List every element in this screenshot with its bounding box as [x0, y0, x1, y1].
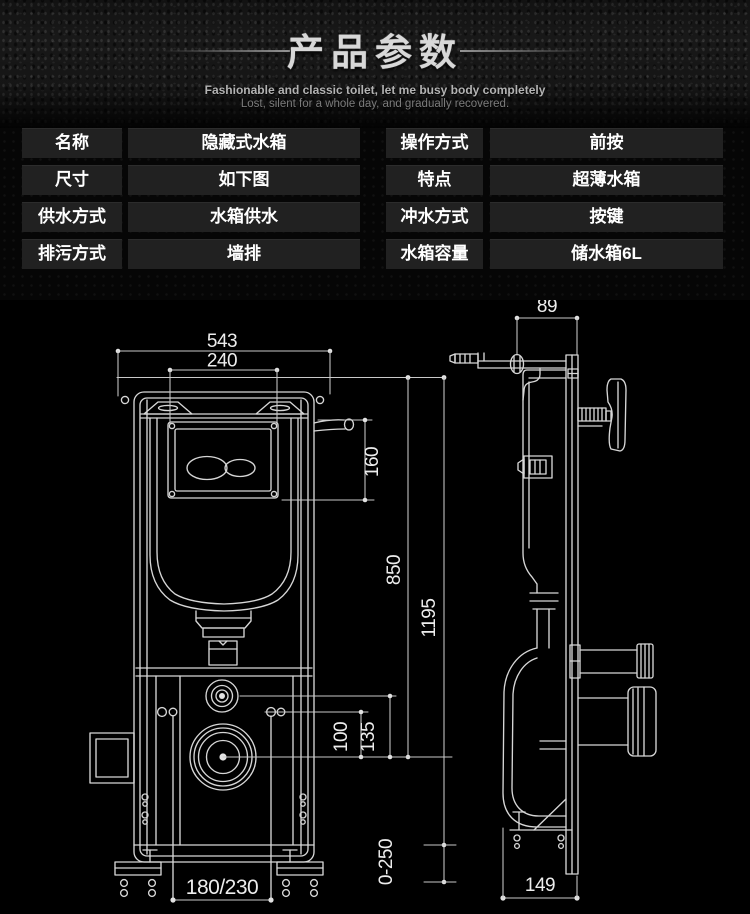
- spec-label: 操作方式: [386, 128, 483, 158]
- dim-180-230: 180/230: [186, 876, 258, 899]
- spec-row: 尺寸 如下图 特点 超薄水箱: [22, 165, 750, 195]
- spec-label: 冲水方式: [386, 202, 483, 232]
- spec-label: 水箱容量: [386, 239, 483, 269]
- dim-0-250: 0-250: [376, 839, 397, 885]
- dim-1195: 1195: [419, 599, 440, 638]
- subtitle-line-1: Fashionable and classic toilet, let me b…: [204, 83, 546, 97]
- dim-850: 850: [384, 555, 405, 585]
- technical-drawing-section: 543 240 89 160 850 1195 100 135 0-250 18…: [0, 300, 750, 914]
- spec-row: 排污方式 墙排 水箱容量 储水箱6L: [22, 239, 750, 269]
- spec-label: 名称: [22, 128, 122, 158]
- dim-543: 543: [207, 331, 237, 352]
- dimension-diagram: 543 240 89 160 850 1195 100 135 0-250 18…: [89, 300, 657, 903]
- dim-240: 240: [207, 351, 237, 372]
- dimension-lines: [115, 315, 580, 903]
- spec-value: 前按: [490, 128, 723, 158]
- spec-row: 名称 隐藏式水箱 操作方式 前按: [22, 128, 750, 158]
- spec-value: 墙排: [128, 239, 360, 269]
- spec-value: 水箱供水: [128, 202, 360, 232]
- spec-value: 隐藏式水箱: [128, 128, 360, 158]
- dim-89: 89: [537, 300, 557, 317]
- page-title: 产品参数: [287, 32, 463, 73]
- spec-label: 特点: [386, 165, 483, 195]
- spec-row: 供水方式 水箱供水 冲水方式 按键: [22, 202, 750, 232]
- dim-100: 100: [331, 722, 352, 752]
- dim-160: 160: [362, 447, 383, 477]
- front-view: [89, 391, 355, 899]
- dim-149: 149: [525, 875, 555, 896]
- spec-table: 名称 隐藏式水箱 操作方式 前按 尺寸 如下图 特点 超薄水箱 供水方式 水箱供…: [0, 128, 750, 300]
- side-view: [449, 352, 657, 875]
- spec-label: 排污方式: [22, 239, 122, 269]
- header-banner: 产品参数 Fashionable and classic toilet, let…: [0, 0, 750, 128]
- spec-label: 供水方式: [22, 202, 122, 232]
- dim-135: 135: [358, 722, 379, 752]
- spec-value: 按键: [490, 202, 723, 232]
- subtitle-line-2: Lost, silent for a whole day, and gradua…: [240, 98, 510, 110]
- spec-value: 超薄水箱: [490, 165, 723, 195]
- spec-label: 尺寸: [22, 165, 122, 195]
- dimension-labels: 543 240 89 160 850 1195 100 135 0-250 18…: [186, 300, 558, 899]
- spec-value: 如下图: [128, 165, 360, 195]
- spec-value: 储水箱6L: [490, 239, 723, 269]
